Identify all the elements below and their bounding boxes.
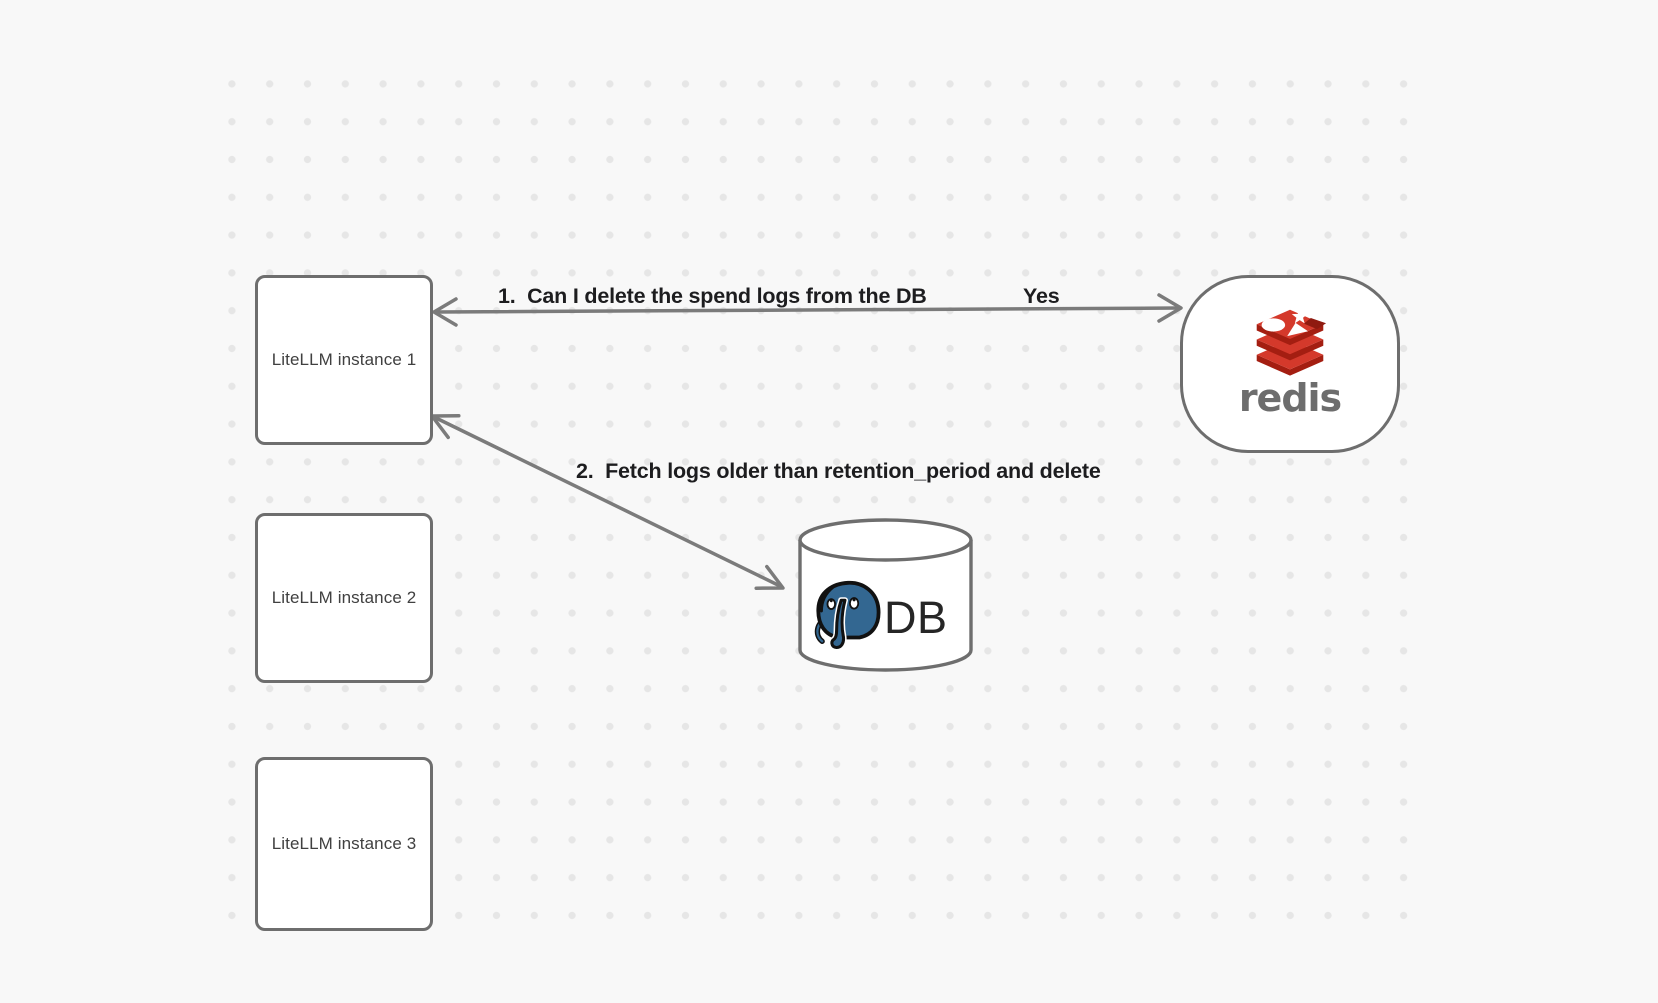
node-postgres-db: DB bbox=[798, 516, 973, 674]
arrowhead-left-icon bbox=[432, 297, 458, 327]
node-redis-label: redis bbox=[1238, 376, 1342, 420]
redis-ellipse-icon bbox=[1261, 318, 1286, 332]
redis-logo-icon bbox=[1256, 308, 1327, 376]
arrow-1-reply-label: Yes bbox=[1023, 284, 1060, 308]
node-litellm-instance-1: LiteLLM instance 1 bbox=[255, 275, 433, 445]
arrow-instance1-db bbox=[430, 414, 785, 590]
arrow-2-label: 2. Fetch logs older than retention_perio… bbox=[576, 459, 1101, 483]
arrowhead-right-icon bbox=[1157, 293, 1183, 323]
redis-triangle-icon bbox=[1287, 322, 1309, 337]
node-litellm-instance-3-label: LiteLLM instance 3 bbox=[271, 834, 417, 853]
node-db-label: DB bbox=[884, 592, 948, 643]
node-litellm-instance-2-label: LiteLLM instance 2 bbox=[271, 588, 417, 607]
arrow-1-label: 1. Can I delete the spend logs from the … bbox=[498, 284, 927, 308]
arrow-instance1-redis bbox=[432, 293, 1183, 327]
postgresql-logo-icon bbox=[814, 580, 881, 651]
node-litellm-instance-2: LiteLLM instance 2 bbox=[255, 513, 433, 683]
node-redis: redis bbox=[1180, 275, 1400, 453]
redis-cube-notch-icon bbox=[1303, 318, 1327, 330]
node-litellm-instance-3: LiteLLM instance 3 bbox=[255, 757, 433, 931]
redis-star-icon bbox=[1291, 308, 1308, 324]
arrowhead-lower-icon bbox=[754, 564, 785, 590]
node-litellm-instance-1-label: LiteLLM instance 1 bbox=[271, 350, 417, 369]
